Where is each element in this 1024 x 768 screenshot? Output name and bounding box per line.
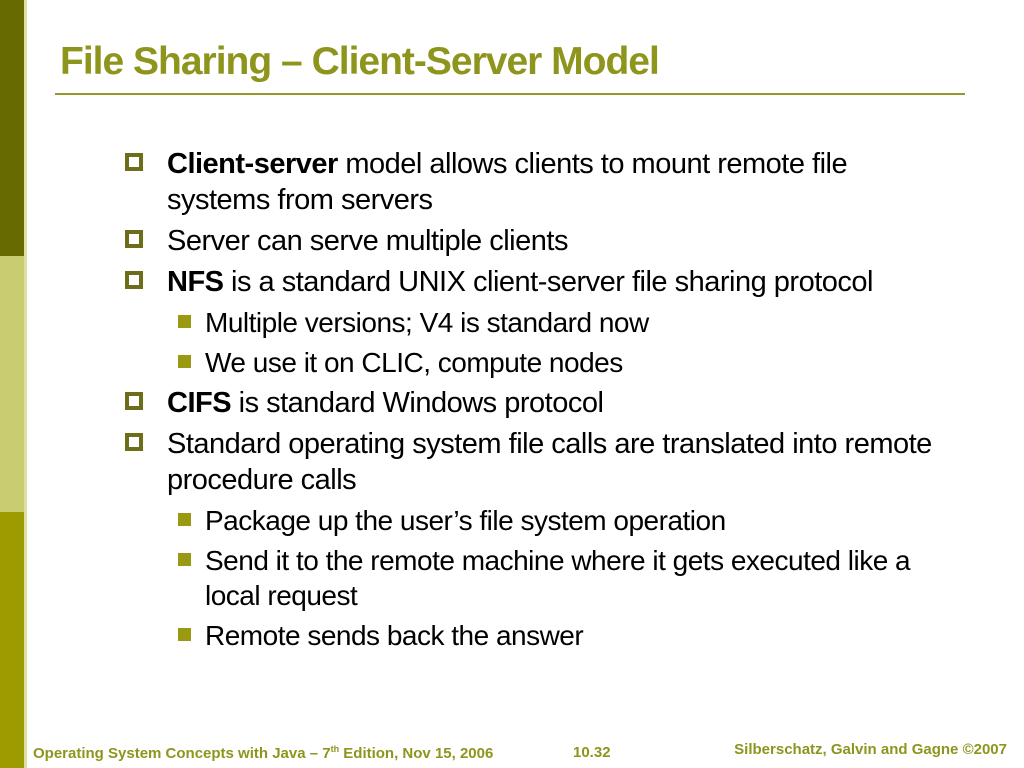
- filled-square-bullet-icon: [178, 628, 191, 641]
- bullet-text: Package up the user’s file system operat…: [205, 503, 726, 538]
- bullet-bold-text: Client-server: [167, 148, 338, 180]
- bullet-item: Multiple versions; V4 is standard now: [125, 305, 940, 340]
- footer-ordinal-superscript: th: [330, 744, 340, 754]
- bullet-rest-text: Send it to the remote machine where it g…: [205, 545, 911, 611]
- bullet-item: Send it to the remote machine where it g…: [125, 543, 940, 613]
- bullet-rest-text: Server can serve multiple clients: [167, 225, 568, 257]
- sidebar-edge-highlight: [24, 0, 27, 768]
- bullet-item: Server can serve multiple clients: [125, 223, 940, 259]
- bullet-item: Remote sends back the answer: [125, 618, 940, 653]
- bullet-text: CIFS is standard Windows protocol: [167, 385, 604, 421]
- filled-square-bullet-icon: [178, 553, 191, 566]
- bullet-rest-text: We use it on CLIC, compute nodes: [205, 347, 623, 378]
- footer-book-title-text: Operating System Concepts with Java – 7: [33, 745, 331, 762]
- hollow-square-bullet-icon: [125, 230, 143, 248]
- hollow-square-bullet-icon: [125, 271, 143, 289]
- title-underline: [55, 93, 965, 95]
- bullet-item: Standard operating system file calls are…: [125, 426, 940, 498]
- bullet-rest-text: is standard Windows protocol: [231, 387, 604, 419]
- bullet-text: We use it on CLIC, compute nodes: [205, 345, 623, 380]
- hollow-square-bullet-icon: [125, 153, 143, 171]
- footer-edition-text: Edition, Nov 15, 2006: [339, 745, 494, 762]
- footer-authors: Silberschatz, Galvin and Gagne ©2007: [734, 741, 1007, 758]
- bullet-rest-text: Standard operating system file calls are…: [167, 428, 932, 496]
- hollow-square-bullet-icon: [125, 433, 143, 451]
- bullet-text: Client-server model allows clients to mo…: [167, 146, 940, 218]
- bullet-rest-text: Multiple versions; V4 is standard now: [205, 307, 649, 338]
- bullet-item: Client-server model allows clients to mo…: [125, 146, 940, 218]
- bullet-list: Client-server model allows clients to mo…: [125, 146, 940, 658]
- footer-book-title: Operating System Concepts with Java – 7t…: [33, 744, 493, 762]
- footer-page-number: 10.32: [573, 744, 611, 761]
- bullet-rest-text: Remote sends back the answer: [205, 620, 584, 651]
- bullet-text: Send it to the remote machine where it g…: [205, 543, 940, 613]
- bullet-item: NFS is a standard UNIX client-server fil…: [125, 264, 940, 300]
- bullet-rest-text: model allows clients to mount remote fil…: [167, 148, 848, 216]
- bullet-bold-text: CIFS: [167, 387, 232, 419]
- filled-square-bullet-icon: [178, 355, 191, 368]
- sidebar-segment-bottom: [0, 512, 24, 768]
- bullet-text: Multiple versions; V4 is standard now: [205, 305, 649, 340]
- bullet-item: Package up the user’s file system operat…: [125, 503, 940, 538]
- bullet-rest-text: is a standard UNIX client-server file sh…: [223, 266, 873, 298]
- bullet-text: NFS is a standard UNIX client-server fil…: [167, 264, 873, 300]
- page-title: File Sharing – Client-Server Model: [60, 40, 660, 83]
- bullet-text: Standard operating system file calls are…: [167, 426, 940, 498]
- bullet-bold-text: NFS: [167, 266, 224, 298]
- bullet-text: Server can serve multiple clients: [167, 223, 568, 259]
- bullet-item: We use it on CLIC, compute nodes: [125, 345, 940, 380]
- bullet-rest-text: Package up the user’s file system operat…: [205, 505, 726, 536]
- filled-square-bullet-icon: [178, 513, 191, 526]
- bullet-text: Remote sends back the answer: [205, 618, 584, 653]
- filled-square-bullet-icon: [178, 315, 191, 328]
- hollow-square-bullet-icon: [125, 392, 143, 410]
- sidebar-accent-bar: [0, 0, 24, 768]
- sidebar-segment-middle: [0, 256, 24, 512]
- sidebar-segment-top: [0, 0, 24, 256]
- bullet-item: CIFS is standard Windows protocol: [125, 385, 940, 421]
